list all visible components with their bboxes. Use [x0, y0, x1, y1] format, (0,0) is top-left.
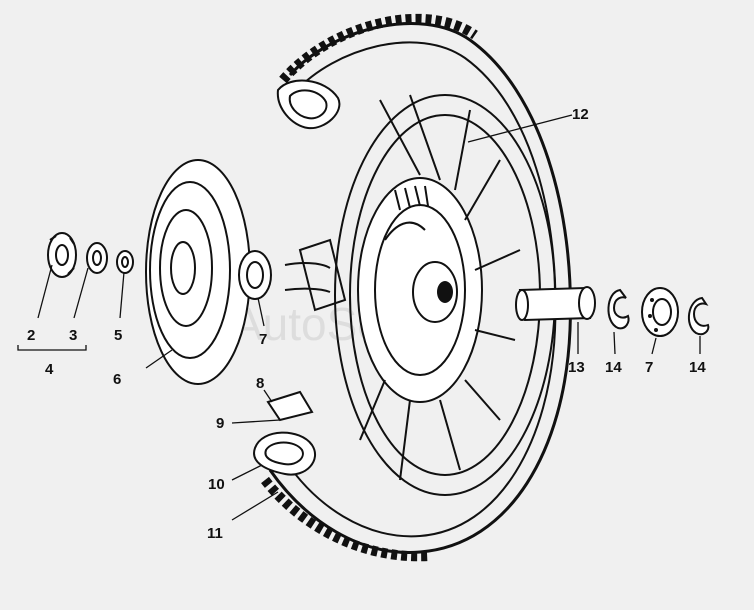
callout-11: 11: [207, 525, 223, 542]
bearing-left: [238, 250, 272, 300]
callout-10: 10: [208, 476, 225, 493]
circlip-right: [687, 296, 710, 336]
axle: [515, 286, 596, 322]
callout-13: 13: [568, 359, 585, 376]
leader-lines: [17, 114, 701, 521]
callout-8: 8: [256, 375, 264, 392]
callout-14-right: 14: [689, 359, 706, 376]
callout-14-left: 14: [605, 359, 622, 376]
callout-4: 4: [45, 361, 54, 378]
circlip-left: [607, 288, 630, 330]
bearing-right: [641, 287, 679, 337]
callout-labels: 2 3 4 5 6 7 8 9 10 11 12 13 14 7 14: [27, 106, 706, 542]
callout-12: 12: [572, 106, 589, 123]
nut-assembly: [47, 232, 134, 278]
wheel-rim: [266, 94, 556, 496]
callout-3: 3: [69, 327, 77, 344]
hub-cover-disc: [145, 159, 251, 385]
callout-7-right: 7: [645, 359, 653, 376]
callout-9: 9: [216, 415, 224, 432]
callout-7-left: 7: [259, 331, 267, 348]
callout-2: 2: [27, 327, 35, 344]
callout-6: 6: [113, 371, 121, 388]
callout-5: 5: [114, 327, 122, 344]
